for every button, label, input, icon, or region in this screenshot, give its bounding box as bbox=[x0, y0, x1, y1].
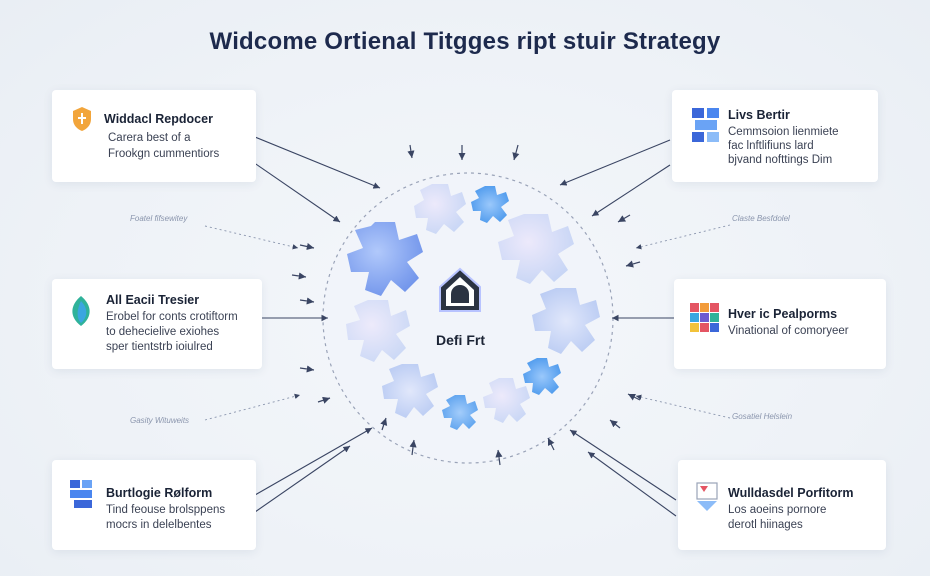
card-top-right-line-3: bjvand nofttings Dim bbox=[728, 154, 833, 166]
card-top-right-title: Livs Bertir bbox=[728, 108, 790, 122]
side-connectors bbox=[204, 224, 731, 421]
card-mid-left-line-2: to dehecielive exiohes bbox=[106, 326, 220, 338]
side-label-lower-left: Gasity Wituweits bbox=[130, 416, 190, 425]
side-label-upper-left: Foatel fifsewitey bbox=[130, 214, 188, 223]
leaf-icon bbox=[72, 296, 90, 326]
shield-icon bbox=[73, 107, 91, 131]
home-icon bbox=[439, 267, 481, 312]
photo-icon bbox=[696, 482, 718, 511]
center-label: Defi Frt bbox=[436, 332, 485, 348]
color-blocks-icon bbox=[690, 303, 719, 332]
card-top-right-line-2: fac lnftlifiuns lard bbox=[728, 140, 814, 152]
card-top-right-line-1: Cemmsoion lienmiete bbox=[728, 126, 839, 138]
card-top-left-line-2: Frookgn cummentiors bbox=[108, 148, 220, 160]
card-bottom-left: Burtlogie Rølform Tind feouse brolsppens… bbox=[52, 460, 256, 550]
card-bottom-left-line-1: Tind feouse brolsppens bbox=[106, 504, 226, 516]
card-top-right: Livs Bertir Cemmsoion lienmiete fac lnft… bbox=[672, 90, 878, 182]
card-mid-right-title: Hver ic Pealporms bbox=[728, 307, 838, 321]
card-bottom-left-title: Burtlogie Rølform bbox=[106, 486, 213, 500]
circle-ticks bbox=[291, 144, 641, 466]
gear-shapes bbox=[346, 184, 600, 430]
side-label-lower-right: Gosatiel Helslein bbox=[732, 412, 793, 421]
card-connectors bbox=[249, 134, 677, 517]
card-top-left-line-1: Carera best of a bbox=[108, 132, 191, 144]
diagram-title: Widcome Ortienal Titgges ript stuir Stra… bbox=[209, 28, 721, 55]
card-mid-right: Hver ic Pealporms Vinational of comoryee… bbox=[674, 279, 886, 369]
card-bottom-right: Wulldasdel Porfitorm Los aoeins pornore … bbox=[678, 460, 886, 550]
side-label-upper-right: Claste Besfdolel bbox=[732, 214, 790, 223]
card-mid-left-title: All Eacii Tresier bbox=[106, 293, 200, 307]
card-bottom-right-title: Wulldasdel Porfitorm bbox=[728, 486, 854, 500]
cube-grid-icon bbox=[692, 108, 719, 142]
card-mid-left-line-1: Erobel for conts crotiftorm bbox=[106, 311, 238, 323]
card-mid-right-line-1: Vinational of comoryeer bbox=[728, 325, 849, 337]
card-bottom-right-line-2: derotl hiinages bbox=[728, 519, 803, 531]
card-top-left: Widdacl Repdocer Carera best of a Frookg… bbox=[52, 90, 256, 182]
card-bottom-left-line-2: mocrs in delelbentes bbox=[106, 519, 212, 531]
card-mid-left-line-3: sper tientstrb ioiulred bbox=[106, 341, 213, 353]
card-top-left-title: Widdacl Repdocer bbox=[104, 112, 213, 126]
card-bottom-right-line-1: Los aoeins pornore bbox=[728, 504, 827, 516]
stack-icon bbox=[70, 480, 92, 508]
card-mid-left: All Eacii Tresier Erobel for conts croti… bbox=[52, 279, 262, 369]
